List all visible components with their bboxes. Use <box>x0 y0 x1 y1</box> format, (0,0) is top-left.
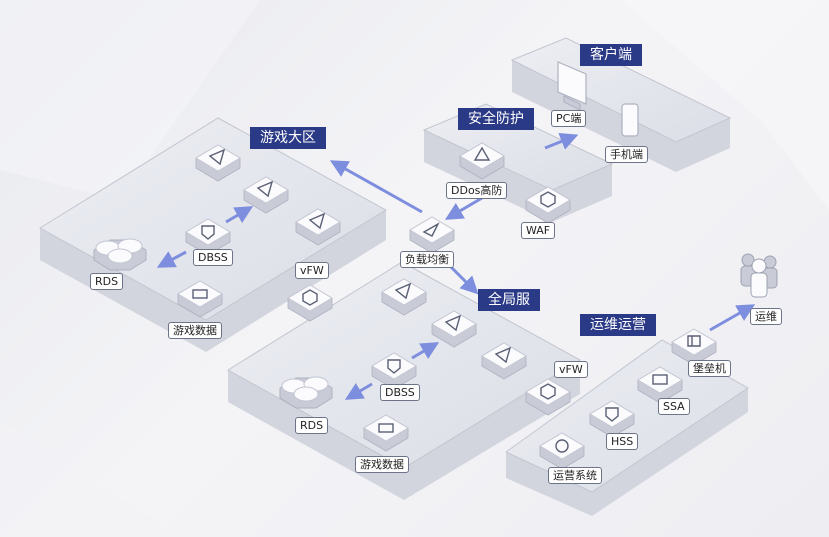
zone-game-region-title: 游戏大区 <box>250 127 326 149</box>
label-ddos: DDos高防 <box>446 182 508 199</box>
cloud-arrow-icon <box>208 148 226 166</box>
label-load-balancer: 负载均衡 <box>400 251 454 268</box>
label-waf: WAF <box>521 222 556 239</box>
label-dbss-2: DBSS <box>380 384 420 401</box>
arrow-lb-to-game <box>329 160 423 214</box>
node-cloud-1 <box>195 144 241 182</box>
firewall-icon <box>540 383 556 400</box>
database-icon <box>107 248 133 264</box>
node-dbss-1 <box>185 218 231 256</box>
node-cloud-2 <box>243 176 289 214</box>
arrow-dbss1-to-rds1 <box>156 250 187 268</box>
node-cloud-4 <box>381 278 427 316</box>
label-mobile: 手机端 <box>605 146 648 163</box>
hss-icon <box>605 407 619 422</box>
ssa-icon <box>652 374 668 385</box>
bastion-icon <box>687 335 701 347</box>
label-rds-2: RDS <box>295 417 329 434</box>
shield-icon <box>387 359 401 374</box>
arrow-dbss1-to-node <box>225 206 254 224</box>
label-dbss-1: DBSS <box>193 249 233 266</box>
cloud-arrow-icon <box>444 314 462 332</box>
label-ops-user: 运维 <box>750 308 782 325</box>
cloud-arrow-icon <box>394 282 412 300</box>
arrow-dbss2-to-node <box>411 342 440 360</box>
node-hss <box>589 400 635 438</box>
node-ssa <box>637 366 683 404</box>
node-vfw-2 <box>525 378 571 416</box>
node-dbss-2 <box>371 352 417 390</box>
label-gamedata-2: 游戏数据 <box>355 456 409 473</box>
cloud-arrow-icon <box>494 346 512 364</box>
node-mobile <box>621 103 639 137</box>
arrow-bastion-to-ops-user <box>709 304 756 332</box>
database-icon <box>192 289 208 299</box>
shield-icon <box>201 225 215 240</box>
monitor-icon <box>557 61 587 105</box>
zone-client-title: 客户端 <box>580 44 642 66</box>
node-cloud-5 <box>431 310 477 348</box>
cloud-arrow-icon <box>256 180 274 198</box>
node-ops-system <box>539 432 585 470</box>
database-icon <box>293 386 319 402</box>
label-hss: HSS <box>606 433 639 450</box>
zone-security-title: 安全防护 <box>458 108 534 130</box>
node-ops-user <box>740 253 778 298</box>
node-ddos <box>459 142 505 180</box>
waf-icon <box>540 191 556 208</box>
node-gamedata-2 <box>363 414 409 452</box>
people-icon <box>740 253 778 298</box>
zone-global-title: 全局服 <box>478 289 540 311</box>
node-bastion <box>671 328 717 366</box>
node-waf <box>525 186 571 224</box>
firewall-icon <box>302 289 318 306</box>
node-rds-1 <box>93 238 147 271</box>
label-vfw-1: vFW <box>295 262 329 279</box>
node-cloud-3 <box>295 208 341 246</box>
label-ssa: SSA <box>658 398 690 415</box>
label-vfw-2: vFW <box>554 361 588 378</box>
label-gamedata-1: 游戏数据 <box>168 322 222 339</box>
label-ops-system: 运营系统 <box>548 467 602 484</box>
node-pc <box>557 61 587 111</box>
label-rds-1: RDS <box>90 273 124 290</box>
arrow-dbss2-to-rds2 <box>344 382 373 400</box>
ddos-icon <box>473 146 491 161</box>
node-vfw-1 <box>287 284 333 322</box>
database-icon <box>378 423 394 433</box>
arrow-security-to-client <box>544 132 579 150</box>
label-pc: PC端 <box>551 110 587 127</box>
node-rds-2 <box>279 376 333 409</box>
zone-ops-title: 运维运营 <box>580 314 656 336</box>
arrow-ddos-to-lb <box>444 196 483 220</box>
load-balancer-icon <box>422 222 440 237</box>
node-gamedata-1 <box>177 280 223 318</box>
phone-icon <box>621 103 639 137</box>
label-bastion: 堡垒机 <box>688 360 731 377</box>
node-cloud-6 <box>481 342 527 380</box>
cloud-arrow-icon <box>308 212 326 230</box>
globe-icon <box>555 439 569 453</box>
node-load-balancer <box>409 216 455 254</box>
